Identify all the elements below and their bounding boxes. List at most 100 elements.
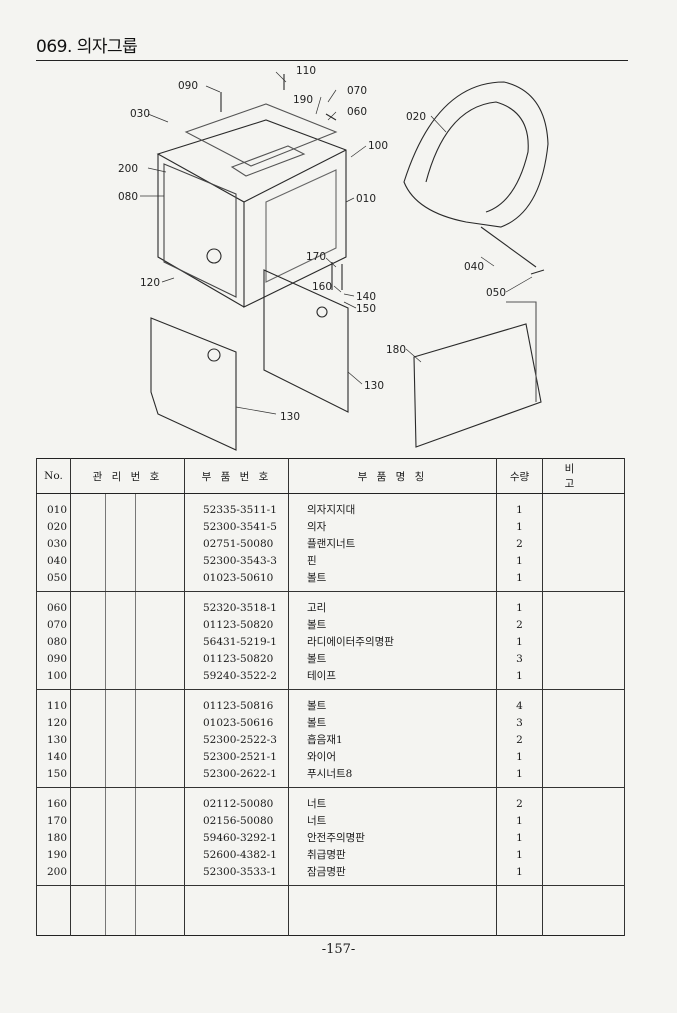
cell-mgmt-no <box>70 787 185 886</box>
cell-name: 플랜지너트 <box>307 538 356 550</box>
cell-part: 52300-3533-1 <box>203 866 277 878</box>
callout-label: 050 <box>486 287 506 299</box>
cell-qty: 4 <box>516 700 523 712</box>
cell-qty: 3 <box>516 717 523 729</box>
callout-labels: 110 090 190 070 030 060 020 100 200 080 … <box>118 65 506 423</box>
cell-qty: 2 <box>516 538 523 550</box>
cell-no: 090 <box>47 653 68 665</box>
cell-empty <box>36 885 71 936</box>
callout-label: 080 <box>118 191 138 203</box>
cell-no: 100 <box>47 670 68 682</box>
cell-part: 01023-50616 <box>203 717 274 729</box>
cell-part: 52300-2521-1 <box>203 751 277 763</box>
cell-qty: 1 <box>516 768 523 780</box>
cell-part: 52320-3518-1 <box>203 602 277 614</box>
callout-label: 020 <box>406 111 426 123</box>
cell-remarks <box>542 689 625 788</box>
callout-label: 130 <box>364 380 384 392</box>
cell-no: 080 <box>47 636 68 648</box>
cell-part: 01123-50820 <box>203 619 274 631</box>
cell-part: 59460-3292-1 <box>203 832 277 844</box>
callout-label: 090 <box>178 80 198 92</box>
cell-qty: 1 <box>516 636 523 648</box>
cell-part: 02112-50080 <box>203 798 274 810</box>
table-row-empty <box>36 885 625 936</box>
sound-panel-1 <box>150 317 237 451</box>
cell-part: 52300-2622-1 <box>203 768 277 780</box>
callout-label: 030 <box>130 108 150 120</box>
cell-no: 190 <box>47 849 68 861</box>
cell-qty: 1 <box>516 832 523 844</box>
cell-no: 120 <box>47 717 68 729</box>
cell-empty <box>496 885 543 936</box>
cell-mgmt-no <box>70 689 185 788</box>
cell-name: 볼트 <box>307 619 327 631</box>
cell-empty <box>542 885 625 936</box>
callout-label: 190 <box>293 94 313 106</box>
cell-qty: 1 <box>516 670 523 682</box>
cell-part: 01023-50610 <box>203 572 274 584</box>
seat-support-frame <box>156 119 347 308</box>
cell-no: 030 <box>47 538 68 550</box>
col-header-remarks: 비 고 <box>542 458 625 494</box>
callout-label: 200 <box>118 163 138 175</box>
cell-name: 볼트 <box>307 653 327 665</box>
cell-name: 의자지지대 <box>307 504 356 516</box>
callout-label: 060 <box>347 106 367 118</box>
cell-qty: 2 <box>516 734 523 746</box>
cell-qty: 2 <box>516 619 523 631</box>
cell-qty: 1 <box>516 815 523 827</box>
cell-qty: 2 <box>516 798 523 810</box>
cell-part: 01123-50820 <box>203 653 274 665</box>
callout-leaders <box>140 71 533 415</box>
seat <box>403 81 549 228</box>
cell-no: 180 <box>47 832 68 844</box>
cell-qty: 1 <box>516 572 523 584</box>
cell-part: 02156-50080 <box>203 815 274 827</box>
cell-no: 140 <box>47 751 68 763</box>
callout-label: 010 <box>356 193 376 205</box>
cell-name: 안전주의명판 <box>307 832 365 844</box>
page-title: 069. 의자그룹 <box>36 37 138 57</box>
cell-no: 200 <box>47 866 68 878</box>
page-number: -157- <box>321 942 356 957</box>
cell-no: 010 <box>47 504 68 516</box>
cell-name: 잠금명판 <box>307 866 346 878</box>
cell-name: 너트 <box>307 815 327 827</box>
cell-empty <box>70 885 185 936</box>
title-rule <box>36 60 628 61</box>
cell-part: 59240-3522-2 <box>203 670 277 682</box>
cell-name: 너트 <box>307 798 327 810</box>
cell-name: 라디에이터주의명판 <box>307 636 394 648</box>
cell-qty: 1 <box>516 602 523 614</box>
cell-qty: 1 <box>516 504 523 516</box>
cell-part: 01123-50816 <box>203 700 274 712</box>
cell-no: 170 <box>47 815 68 827</box>
cell-remarks <box>542 787 625 886</box>
cell-mgmt-no <box>70 493 185 592</box>
cell-no: 150 <box>47 768 68 780</box>
callout-label: 180 <box>386 344 406 356</box>
cell-no: 130 <box>47 734 68 746</box>
cell-no: 160 <box>47 798 68 810</box>
cell-name: 고리 <box>307 602 327 614</box>
col-header-part-no: 부 품 번 호 <box>184 458 289 494</box>
col-header-no: No. <box>36 458 71 494</box>
cell-remarks <box>542 493 625 592</box>
cell-qty: 1 <box>516 849 523 861</box>
cell-qty: 3 <box>516 653 523 665</box>
cell-part: 02751-50080 <box>203 538 274 550</box>
cell-no: 060 <box>47 602 68 614</box>
cell-no: 040 <box>47 555 68 567</box>
cell-qty: 1 <box>516 521 523 533</box>
cell-name: 볼트 <box>307 572 327 584</box>
cell-part: 52335-3511-1 <box>203 504 277 516</box>
cell-part: 52300-2522-3 <box>203 734 277 746</box>
callout-label: 130 <box>280 411 300 423</box>
cell-empty <box>288 885 497 936</box>
safety-plate <box>413 323 542 448</box>
callout-label: 110 <box>296 65 316 77</box>
